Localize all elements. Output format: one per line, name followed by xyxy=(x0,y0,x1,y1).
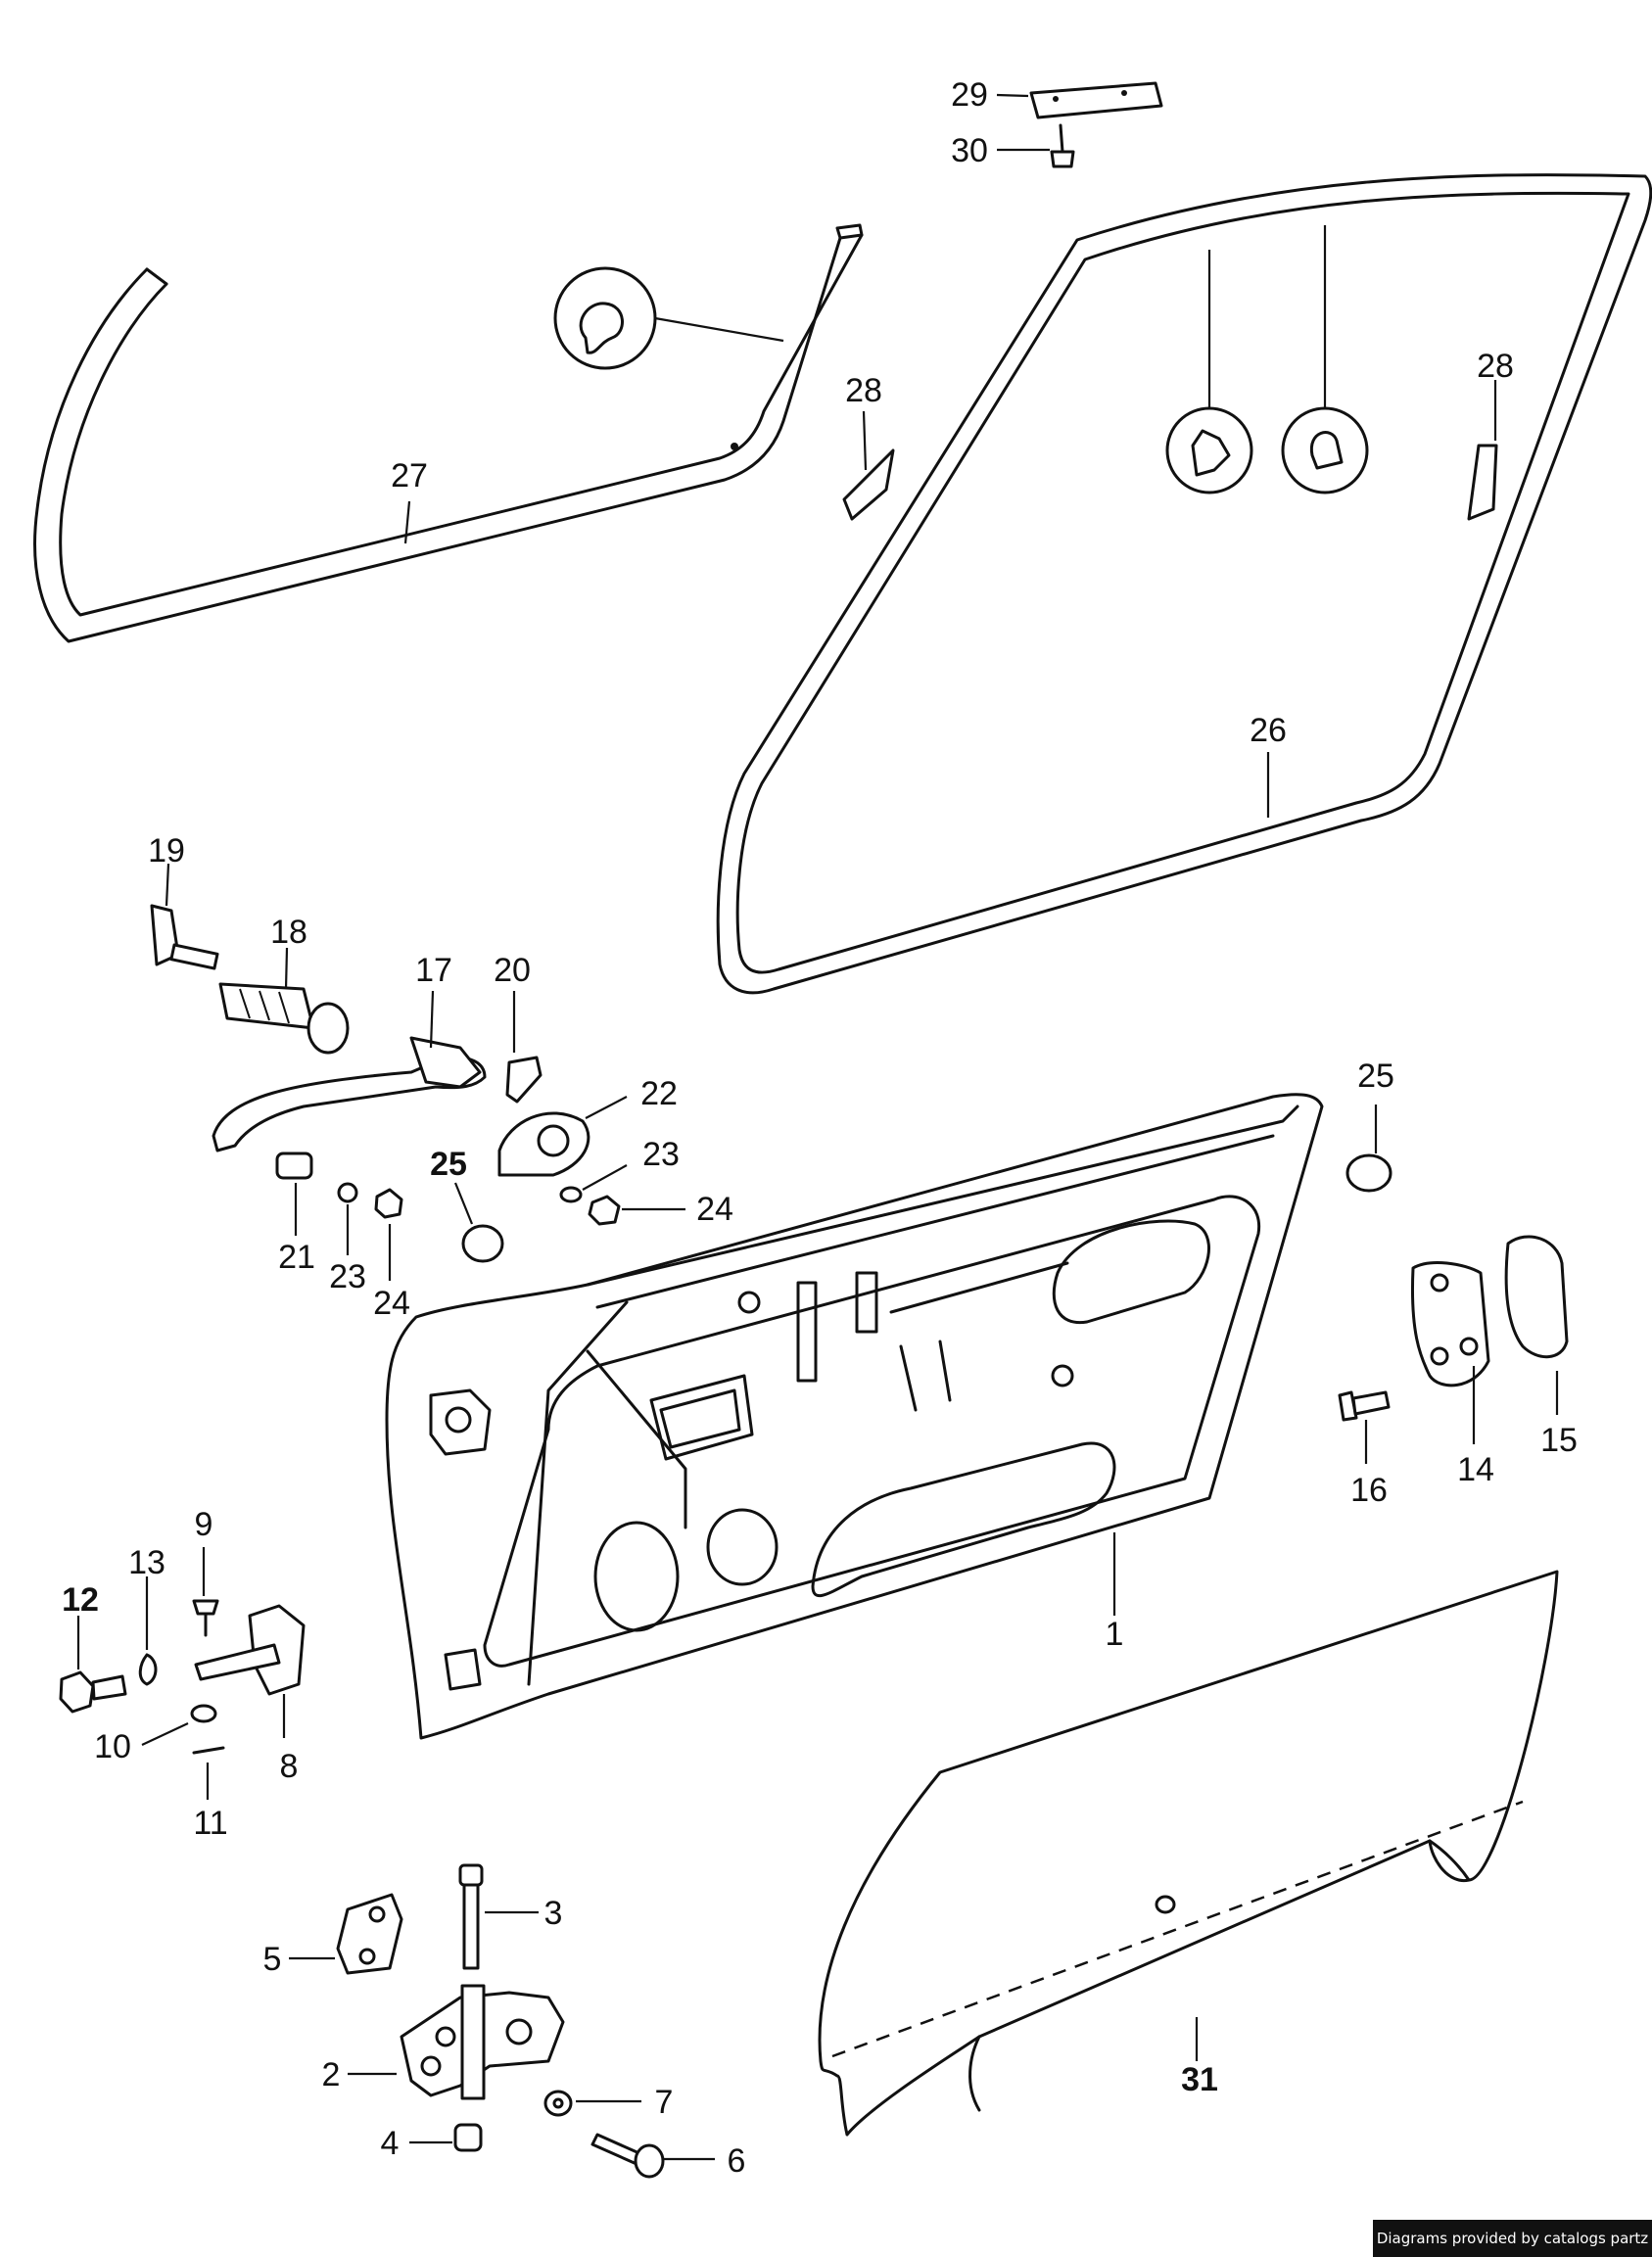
callout-11: 11 xyxy=(193,1805,227,1842)
washer-part-23-left xyxy=(337,1182,358,1255)
callout-23-left: 23 xyxy=(329,1258,366,1295)
door-handle-part-17 xyxy=(212,990,487,1152)
callout-22: 22 xyxy=(640,1075,678,1112)
callout-17: 17 xyxy=(415,952,452,989)
door-shell-part-1 xyxy=(385,1093,1324,1740)
callout-31: 31 xyxy=(1181,2061,1218,2098)
washer-part-7 xyxy=(543,2090,641,2117)
striker-plate-part-14 xyxy=(1410,1261,1490,1444)
wedge-part-28-left xyxy=(842,410,895,521)
callout-24-left: 24 xyxy=(373,1285,410,1322)
window-seal-part-26 xyxy=(716,173,1652,995)
nut-part-24-right xyxy=(588,1195,685,1226)
leader-29 xyxy=(996,93,1029,98)
callout-30: 30 xyxy=(951,132,988,169)
callout-21: 21 xyxy=(278,1239,315,1276)
callout-14: 14 xyxy=(1457,1451,1494,1488)
callout-16: 16 xyxy=(1350,1472,1388,1509)
shim-part-15 xyxy=(1504,1235,1569,1415)
callout-20: 20 xyxy=(494,952,531,989)
cap-part-25-left xyxy=(453,1182,504,1263)
callout-10: 10 xyxy=(94,1728,131,1765)
cotter-pin-part-11 xyxy=(192,1746,225,1800)
callout-26: 26 xyxy=(1250,712,1287,749)
callout-29: 29 xyxy=(951,76,988,114)
callout-7: 7 xyxy=(655,2084,674,2121)
screw-part-30 xyxy=(1050,123,1075,168)
lock-washer-part-13 xyxy=(138,1576,158,1686)
key-part-19 xyxy=(150,863,219,970)
callout-labels: 1 2 3 4 5 6 7 8 9 10 11 12 13 14 15 16 1… xyxy=(62,76,1578,2180)
callout-23-right: 23 xyxy=(642,1136,680,1173)
hinge-pin-part-3 xyxy=(458,1863,539,1970)
callout-2: 2 xyxy=(322,2056,341,2093)
callout-15: 15 xyxy=(1540,1422,1578,1459)
bolt-part-6 xyxy=(590,2133,715,2179)
callout-13: 13 xyxy=(128,1544,165,1581)
callout-28-left: 28 xyxy=(845,372,882,409)
callout-24-right: 24 xyxy=(696,1191,733,1228)
nut-part-24-left xyxy=(374,1188,403,1281)
hinge-part-2 xyxy=(348,1984,565,2100)
callout-9: 9 xyxy=(195,1506,213,1543)
callout-6: 6 xyxy=(728,2142,746,2180)
screw-part-16 xyxy=(1338,1390,1391,1464)
lock-cylinder-part-18 xyxy=(218,947,350,1055)
callout-12: 12 xyxy=(62,1581,99,1619)
rivet-part-9 xyxy=(192,1547,219,1637)
callout-3: 3 xyxy=(544,1895,563,1932)
callout-8: 8 xyxy=(280,1748,299,1785)
callout-1: 1 xyxy=(1106,1616,1124,1653)
callout-27: 27 xyxy=(391,457,428,494)
seal-profile-detail-26b xyxy=(1281,225,1369,494)
seal-plate-part-22 xyxy=(497,1096,628,1177)
callout-5: 5 xyxy=(263,1941,282,1978)
spacer-part-21 xyxy=(275,1152,313,1236)
callout-18: 18 xyxy=(270,914,307,951)
washer-part-10 xyxy=(141,1704,217,1746)
wedge-part-28-right xyxy=(1467,380,1498,521)
seal-profile-detail-27 xyxy=(553,266,784,370)
bracket-part-20 xyxy=(505,991,543,1104)
cap-part-25-right xyxy=(1345,1105,1392,1193)
hinge-plate-part-5 xyxy=(289,1893,403,1975)
check-strap-part-8 xyxy=(194,1604,306,1738)
seal-profile-detail-26a xyxy=(1165,250,1253,494)
trim-strip-part-29 xyxy=(1029,81,1163,119)
inner-seal-part-27 xyxy=(33,223,864,643)
bolt-part-12 xyxy=(59,1616,127,1714)
leader-27 xyxy=(403,500,411,544)
credit-badge: Diagrams provided by catalogs partz xyxy=(1373,2220,1652,2257)
vapor-barrier-part-31 xyxy=(818,1570,1559,2137)
bushing-part-4 xyxy=(409,2123,483,2152)
washer-part-23-right xyxy=(559,1164,628,1203)
callout-25-left: 25 xyxy=(430,1146,467,1183)
callout-25-right: 25 xyxy=(1357,1058,1394,1095)
callout-19: 19 xyxy=(148,832,185,870)
callout-28-right: 28 xyxy=(1477,348,1514,385)
callout-4: 4 xyxy=(381,2125,400,2162)
